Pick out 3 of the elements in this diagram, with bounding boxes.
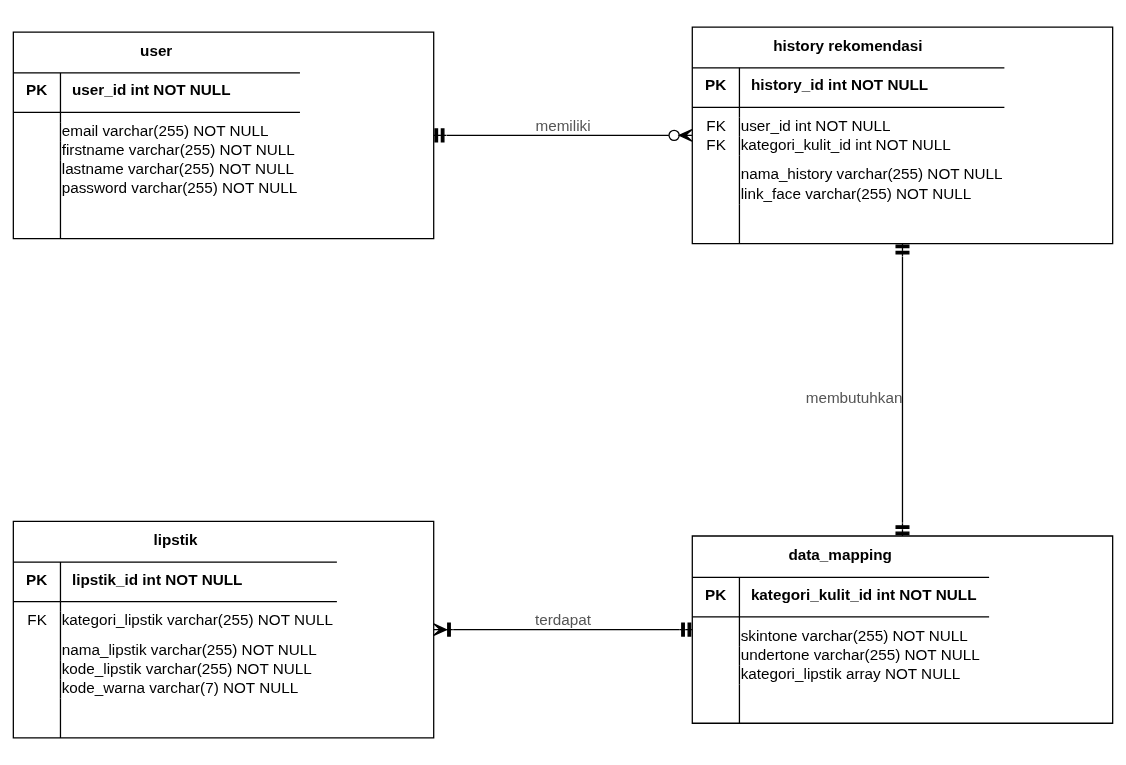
edge-label: terdapat [534,611,592,629]
edge-label: membutuhkan [805,388,903,406]
edge-label: memiliki [535,117,591,135]
